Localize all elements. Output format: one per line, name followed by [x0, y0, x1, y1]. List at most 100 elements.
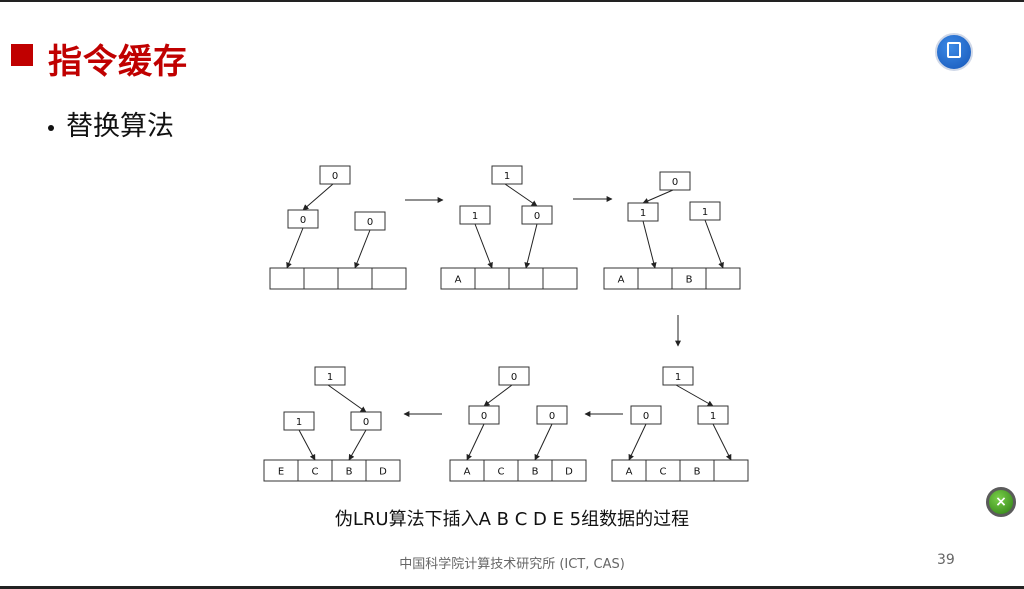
- tree-pointer-arrow: [474, 223, 493, 269]
- tree-pointer-arrow: [675, 384, 714, 407]
- tree-right-node: 0: [354, 211, 386, 231]
- tree-pointer-arrow: [712, 423, 732, 461]
- tree-root-node-value: 0: [672, 177, 678, 188]
- tree-left-node: 0: [468, 405, 500, 425]
- tree-root-node: 0: [659, 171, 691, 191]
- cache-cell-label: C: [312, 467, 319, 478]
- diagram-caption: 伪LRU算法下插入A B C D E 5组数据的过程: [334, 509, 690, 530]
- tree-root-node-value: 1: [504, 171, 510, 182]
- cache-cell-label: A: [464, 467, 471, 478]
- cache-cell-label: A: [455, 275, 462, 286]
- tree-pointer-arrow: [642, 220, 657, 269]
- tree-root-node: 0: [498, 366, 530, 386]
- cache-cell-label: B: [346, 467, 353, 478]
- tree-right-node-value: 1: [702, 207, 708, 218]
- tree-left-node-value: 1: [640, 208, 646, 219]
- tree-root-node-value: 1: [675, 372, 681, 383]
- tree-left-node: 0: [287, 209, 319, 229]
- tree-root-node: 1: [491, 165, 523, 185]
- tree-root-node-value: 1: [327, 372, 333, 383]
- plru-state: A C B D 0 0 0: [449, 366, 587, 482]
- tree-right-node-value: 0: [534, 211, 540, 222]
- cache-cell: [303, 267, 339, 290]
- page-number: 39: [937, 552, 955, 568]
- tree-right-node-value: 0: [363, 417, 369, 428]
- cache-cell: [637, 267, 673, 290]
- tree-right-node: 0: [521, 205, 553, 225]
- bullet-dot-icon: [48, 124, 54, 131]
- bullet-item: 替换算法: [48, 104, 174, 143]
- tree-root-node: 0: [319, 165, 351, 185]
- tree-pointer-arrow: [704, 219, 724, 269]
- title-marker: [11, 44, 33, 66]
- tree-root-node: 1: [314, 366, 346, 386]
- cache-cell: [542, 267, 578, 290]
- tree-left-node: 1: [459, 205, 491, 225]
- cache-cell-label: A: [618, 275, 625, 286]
- cache-cell: [337, 267, 373, 290]
- tree-left-node-value: 1: [296, 417, 302, 428]
- cache-cell: [705, 267, 741, 290]
- tree-right-node: 1: [689, 201, 721, 221]
- cache-cell: [269, 267, 305, 290]
- tree-left-node-value: 0: [481, 411, 487, 422]
- tree-left-node: 0: [630, 405, 662, 425]
- tree-pointer-arrow: [348, 429, 367, 461]
- plru-state: E C B D 1 1 0: [263, 366, 401, 482]
- bullet-text: 替换算法: [66, 111, 174, 142]
- cache-cell: [713, 459, 749, 482]
- top-border: [0, 0, 1024, 2]
- tree-root-node: 1: [662, 366, 694, 386]
- tree-left-node-value: 0: [643, 411, 649, 422]
- bottom-border: [0, 586, 1024, 589]
- tree-pointer-arrow: [534, 423, 553, 461]
- tree-pointer-arrow: [327, 384, 367, 413]
- tree-pointer-arrow: [354, 229, 371, 269]
- close-icon[interactable]: ×: [986, 487, 1016, 517]
- cache-cell-label: D: [379, 467, 387, 478]
- cache-cell-label: C: [660, 467, 667, 478]
- tree-pointer-arrow: [466, 423, 485, 461]
- tree-right-node: 0: [350, 411, 382, 431]
- tree-pointer-arrow: [524, 223, 538, 269]
- tree-right-node: 1: [697, 405, 729, 425]
- tree-left-node-value: 1: [472, 211, 478, 222]
- tree-left-node: 1: [627, 202, 659, 222]
- plru-state: A B 0 1 1: [603, 171, 741, 290]
- tree-pointer-arrow: [298, 429, 316, 461]
- cache-cell: [365, 459, 401, 482]
- tree-left-node-value: 0: [300, 215, 306, 226]
- tree-pointer-arrow: [642, 189, 674, 204]
- cache-cell: [371, 267, 407, 290]
- tree-pointer-arrow: [302, 183, 334, 211]
- cache-cell-label: B: [686, 275, 693, 286]
- tree-pointer-arrow: [286, 227, 304, 269]
- cache-cell: [551, 459, 587, 482]
- cache-cell-label: A: [626, 467, 633, 478]
- tree-right-node-value: 0: [367, 217, 373, 228]
- tree-right-node-value: 1: [710, 411, 716, 422]
- cache-cell-label: D: [565, 467, 573, 478]
- plru-state: 0 0 0: [269, 165, 407, 290]
- cache-cell-label: B: [694, 467, 701, 478]
- tree-pointer-arrow: [504, 183, 538, 207]
- footer-text: 中国科学院计算技术研究所 (ICT, CAS): [399, 557, 625, 572]
- cache-cell: [474, 267, 510, 290]
- tree-right-node-value: 0: [549, 411, 555, 422]
- course-logo-icon: [935, 33, 973, 71]
- tree-root-node-value: 0: [332, 171, 338, 182]
- tree-root-node-value: 0: [511, 372, 517, 383]
- tree-left-node: 1: [283, 411, 315, 431]
- slide-title: 指令缓存: [48, 42, 188, 82]
- tree-pointer-arrow: [628, 423, 647, 461]
- cache-cell: [508, 267, 544, 290]
- plru-state: A C B 1 0 1: [611, 366, 749, 482]
- pen-icon: [947, 42, 961, 58]
- plru-state: A 1 1 0: [440, 165, 578, 290]
- tree-right-node: 0: [536, 405, 568, 425]
- cache-cell-label: E: [278, 467, 284, 478]
- tree-pointer-arrow: [483, 384, 513, 407]
- cache-cell-label: C: [498, 467, 505, 478]
- cache-cell-label: B: [532, 467, 539, 478]
